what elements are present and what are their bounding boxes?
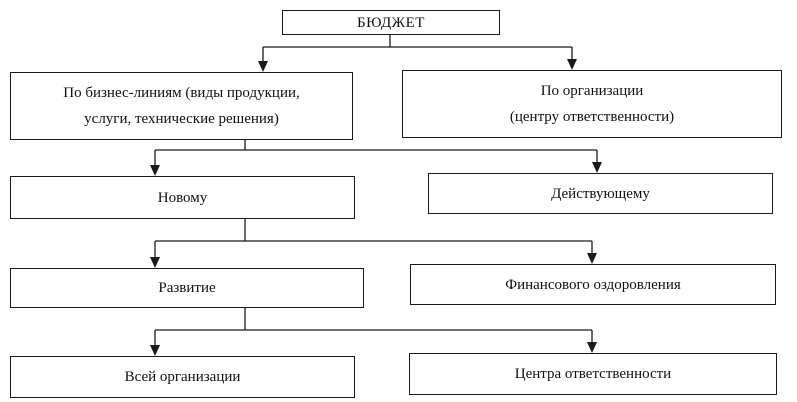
box-existing-business: Действующему: [428, 173, 773, 214]
box-financial-recovery-label: Финансового оздоровления: [505, 276, 681, 293]
box-by-business-lines-line2: услуги, технические решения): [84, 111, 279, 127]
box-financial-recovery: Финансового оздоровления: [410, 264, 776, 305]
box-by-business-lines-line1: По бизнес-линиям (виды продукции,: [63, 85, 300, 101]
connector-level2-to-level3: [150, 219, 597, 268]
box-development: Развитие: [10, 268, 364, 308]
arrowhead: [587, 253, 597, 264]
arrowhead: [587, 342, 597, 353]
box-whole-organization: Всей организации: [10, 356, 355, 398]
box-whole-organization-label: Всей организации: [124, 369, 241, 385]
arrowhead: [592, 162, 602, 173]
box-existing-business-label: Действующему: [551, 185, 650, 202]
arrowhead: [150, 257, 160, 268]
box-budget: БЮДЖЕТ: [282, 10, 500, 35]
connector-level3-to-level4: [150, 308, 597, 356]
box-new-business: Новому: [10, 176, 355, 219]
box-by-business-lines: По бизнес-линиям (виды продукции, услуги…: [10, 72, 353, 140]
box-by-organization-line1: По организации: [540, 83, 644, 99]
box-responsibility-center: Центра ответственности: [409, 353, 777, 395]
box-by-organization-line2: (центру ответственности): [509, 109, 675, 125]
box-by-organization: По организации (центру ответственности): [402, 70, 782, 138]
connector-level1-to-level2: [150, 140, 602, 176]
arrowhead: [258, 61, 268, 72]
connector-root-to-level1: [258, 35, 577, 72]
box-development-label: Развитие: [158, 280, 216, 296]
box-responsibility-center-label: Центра ответственности: [514, 366, 672, 382]
arrowhead: [150, 345, 160, 356]
arrowhead: [567, 59, 577, 70]
box-budget-label: БЮДЖЕТ: [357, 14, 425, 31]
arrowhead: [150, 165, 160, 176]
box-new-business-label: Новому: [157, 189, 208, 206]
